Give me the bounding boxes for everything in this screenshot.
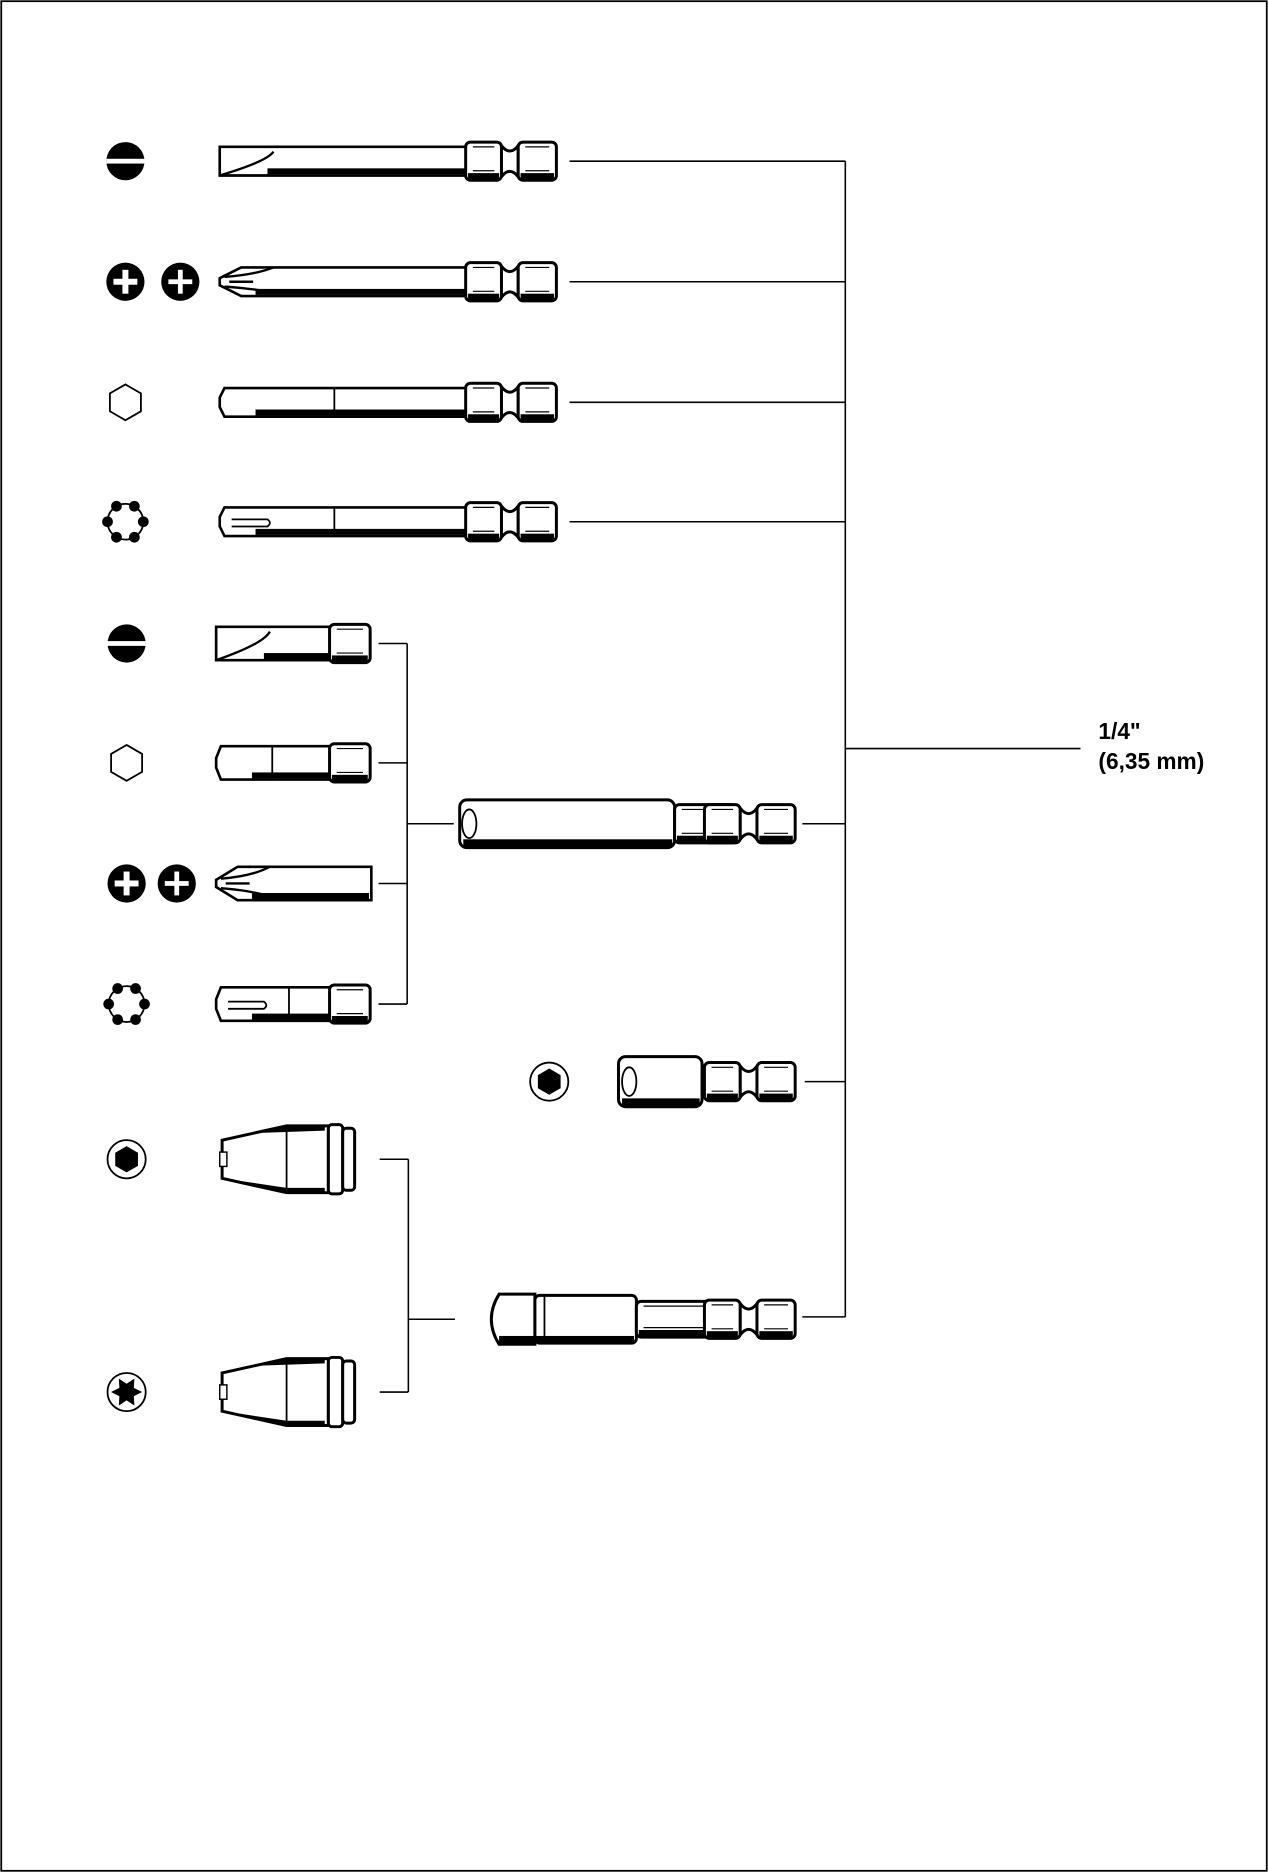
hex-icon [110, 743, 144, 782]
long-bit-phillips [218, 261, 558, 303]
long-bit-slotted [218, 140, 558, 182]
hex-socket-icon [106, 1139, 147, 1180]
torx-socket-icon [106, 1372, 147, 1413]
pozidriv-icon [161, 262, 200, 301]
long-bit-hex [218, 381, 558, 423]
magnetic-bit-holder [458, 798, 797, 850]
connector-lines [378, 160, 1081, 1393]
hex-icon [109, 383, 142, 422]
hex-socket-icon [529, 1061, 570, 1102]
pozidriv-icon [157, 864, 196, 903]
size-label-inch: 1/4" [1098, 718, 1140, 744]
socket-hex [219, 1123, 357, 1196]
torx-icon [103, 983, 150, 1025]
short-bit-hex [214, 742, 372, 784]
socket-adapter [489, 1292, 797, 1346]
size-label-mm: (6,35 mm) [1098, 748, 1204, 774]
short-bit-phillips [214, 865, 373, 902]
torx-icon [102, 500, 149, 543]
slotted-icon [107, 624, 146, 663]
phillips-icon [107, 864, 146, 903]
nut-setter [616, 1055, 797, 1109]
slotted-icon [106, 142, 145, 181]
socket-torx [219, 1355, 357, 1429]
parts [102, 140, 797, 1429]
long-bit-torx [218, 501, 558, 543]
short-bit-torx [214, 983, 372, 1025]
phillips-icon [106, 262, 145, 301]
short-bit-slotted [214, 622, 372, 665]
